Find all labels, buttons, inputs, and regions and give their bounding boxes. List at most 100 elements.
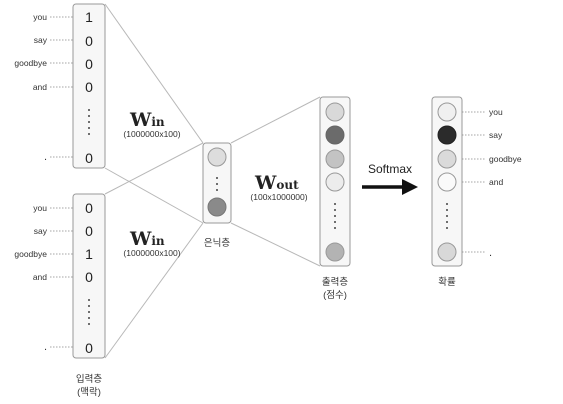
ellipsis-dot bbox=[334, 227, 336, 229]
prob-word-period: . bbox=[489, 247, 492, 259]
win-bottom-letter: W bbox=[129, 228, 152, 250]
probability-node bbox=[437, 242, 457, 262]
word-say: say bbox=[34, 226, 48, 236]
ellipsis-dot bbox=[88, 127, 90, 129]
ellipsis-dot bbox=[334, 221, 336, 223]
wout-shape: (100x1000000) bbox=[250, 192, 307, 202]
prob-word-say: say bbox=[489, 130, 503, 140]
wout-letter: W bbox=[254, 172, 277, 194]
line-hidden-to-output-lower bbox=[230, 222, 321, 267]
input-top-value: 1 bbox=[85, 9, 93, 25]
word-goodbye: goodbye bbox=[14, 249, 47, 259]
ellipsis-dot bbox=[88, 311, 90, 313]
input-top-value: 0 bbox=[85, 79, 93, 95]
ellipsis-dot bbox=[446, 221, 448, 223]
ellipsis-dot bbox=[88, 121, 90, 123]
ellipsis-dot bbox=[88, 299, 90, 301]
hidden-layer bbox=[202, 142, 232, 224]
win-bottom-subscript: in bbox=[151, 234, 165, 248]
line-top-input-to-hidden-upper bbox=[104, 3, 204, 144]
hidden-node-top bbox=[207, 147, 227, 167]
wout-subscript: out bbox=[276, 178, 299, 192]
probability-node bbox=[437, 149, 457, 169]
ellipsis-dot bbox=[216, 183, 218, 185]
prob-word-you: you bbox=[489, 107, 503, 117]
input-bottom-value: 0 bbox=[85, 269, 93, 285]
input-bottom-value: 0 bbox=[85, 200, 93, 216]
ellipsis-dot bbox=[216, 177, 218, 179]
ellipsis-dot bbox=[216, 189, 218, 191]
ellipsis-dot bbox=[446, 215, 448, 217]
prob-word-and: and bbox=[489, 177, 503, 187]
ellipsis-dot bbox=[88, 323, 90, 325]
probability-node bbox=[437, 102, 457, 122]
word-goodbye: goodbye bbox=[14, 58, 47, 68]
ellipsis-dot bbox=[446, 209, 448, 211]
probability-label: 확률 bbox=[438, 276, 456, 288]
word-period: . bbox=[44, 341, 47, 353]
input-layer-top: you say goodbye and . 1 0 0 0 0 bbox=[14, 3, 106, 169]
output-layer bbox=[319, 96, 351, 267]
connection-lines bbox=[104, 3, 321, 359]
hidden-node-bottom bbox=[207, 197, 227, 217]
hidden-layer-label: 은닉층 bbox=[204, 238, 230, 249]
win-top-subscript: in bbox=[151, 115, 165, 129]
probability-words: you say goodbye and . bbox=[489, 107, 522, 259]
input-bottom-words: you say goodbye and . bbox=[14, 203, 47, 353]
line-bottom-input-to-hidden-lower bbox=[104, 222, 204, 359]
ellipsis-dot bbox=[88, 109, 90, 111]
line-top-input-to-hidden-lower bbox=[104, 167, 204, 224]
win-top-symbol: Win bbox=[129, 109, 165, 131]
softmax-arrow: Softmax bbox=[362, 162, 418, 195]
ellipsis-dot bbox=[446, 203, 448, 205]
probability-node bbox=[437, 172, 457, 192]
line-bottom-input-to-hidden-upper bbox=[104, 142, 204, 195]
output-node bbox=[325, 149, 345, 169]
input-bottom-value: 1 bbox=[85, 246, 93, 262]
input-top-values: 1 0 0 0 0 bbox=[85, 9, 93, 166]
wout-label: Wout (100x1000000) bbox=[250, 172, 307, 202]
ellipsis-dot bbox=[334, 203, 336, 205]
ellipsis-dot bbox=[88, 115, 90, 117]
input-layer-bottom: you say goodbye and . 0 0 1 0 0 bbox=[14, 193, 106, 359]
input-top-dash-lines bbox=[50, 16, 73, 158]
win-label-top: Win (1000000x100) bbox=[123, 109, 180, 139]
input-top-value: 0 bbox=[85, 56, 93, 72]
wout-symbol: Wout bbox=[254, 172, 299, 194]
input-vector-box-top bbox=[72, 3, 106, 169]
word-and: and bbox=[33, 272, 47, 282]
ellipsis-dot bbox=[88, 305, 90, 307]
ellipsis-dot bbox=[446, 227, 448, 229]
output-node bbox=[325, 125, 345, 145]
output-layer-label: 출력층 bbox=[322, 276, 348, 288]
ellipsis-dot bbox=[88, 317, 90, 319]
output-node bbox=[325, 242, 345, 262]
output-node bbox=[325, 172, 345, 192]
probability-layer bbox=[431, 96, 463, 267]
win-top-shape: (1000000x100) bbox=[123, 129, 180, 139]
word-you: you bbox=[33, 12, 47, 22]
input-bottom-value: 0 bbox=[85, 223, 93, 239]
input-top-words: you say goodbye and . bbox=[14, 12, 47, 163]
ellipsis-dot bbox=[334, 209, 336, 211]
word-and: and bbox=[33, 82, 47, 92]
arrow-head-icon bbox=[402, 179, 418, 195]
win-top-letter: W bbox=[129, 109, 152, 131]
prob-word-goodbye: goodbye bbox=[489, 154, 522, 164]
input-layer-label: 입력층 bbox=[76, 373, 102, 385]
input-bottom-dash-lines bbox=[50, 207, 73, 348]
line-hidden-to-output-upper bbox=[230, 96, 321, 144]
input-bottom-ellipsis bbox=[88, 299, 90, 325]
input-bottom-value: 0 bbox=[85, 340, 93, 356]
output-layer-sublabel: (점수) bbox=[323, 289, 347, 301]
ellipsis-dot bbox=[88, 133, 90, 135]
probability-dash-lines bbox=[462, 111, 486, 253]
input-top-value: 0 bbox=[85, 150, 93, 166]
word-you: you bbox=[33, 203, 47, 213]
softmax-label: Softmax bbox=[368, 162, 412, 176]
ellipsis-dot bbox=[334, 215, 336, 217]
input-layer-sublabel: (맥락) bbox=[77, 386, 101, 398]
input-top-ellipsis bbox=[88, 109, 90, 135]
word-period: . bbox=[44, 151, 47, 163]
